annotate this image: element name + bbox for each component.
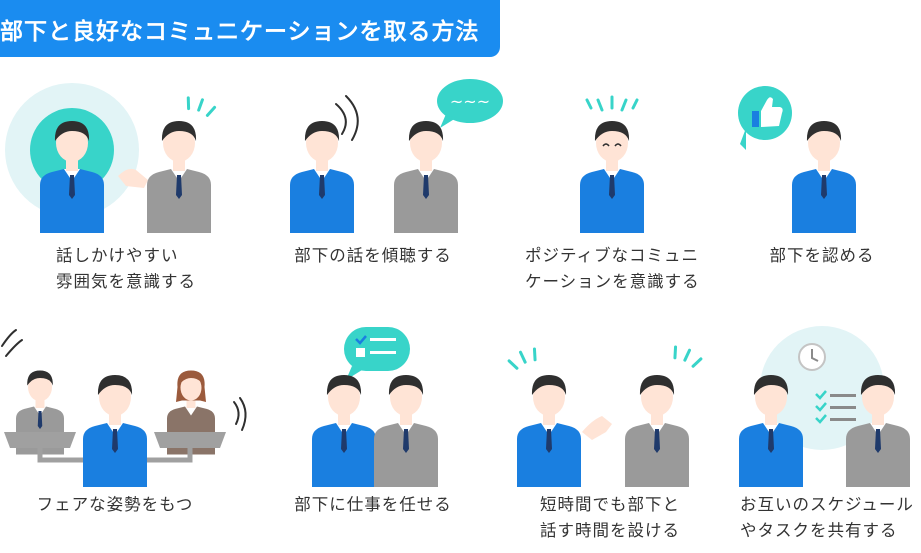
caption-positive: ポジティブなコミュニ ケーションを意識する	[525, 246, 700, 291]
checklist-icon	[344, 327, 410, 380]
caption-share: お互いのスケジュール やタスクを共有する	[740, 495, 914, 540]
caption-recognize: 部下を認める	[769, 246, 875, 265]
illustration-short-talks	[506, 342, 704, 487]
illustration-delegate	[312, 327, 438, 487]
illustration-positive	[580, 95, 644, 233]
illustration-listening: ~~~	[290, 79, 503, 233]
caption-short-talks: 短時間でも部下と 話す時間を設ける	[540, 495, 680, 540]
page-title: 部下と良好なコミュニケーションを取る方法	[0, 19, 480, 45]
task-list-icon	[815, 390, 856, 424]
caption-listening: 部下の話を傾聴する	[294, 246, 452, 265]
illustration-fair	[1, 329, 247, 487]
speech-bubble-wave-icon: ~~~	[437, 79, 503, 128]
svg-text:~~~: ~~~	[450, 92, 490, 111]
illustration-share	[739, 326, 910, 487]
clock-icon	[798, 343, 826, 371]
thumbs-up-icon	[738, 86, 792, 150]
caption-fair: フェアな姿勢をもつ	[36, 495, 194, 514]
caption-approachable: 話しかけやすい 雰囲気を意識する	[56, 246, 196, 291]
illustration-recognize	[738, 86, 856, 233]
title-banner: 部下と良好なコミュニケーションを取る方法	[0, 0, 500, 57]
illustration-approachable	[5, 83, 218, 233]
caption-delegate: 部下に仕事を任せる	[294, 495, 452, 514]
